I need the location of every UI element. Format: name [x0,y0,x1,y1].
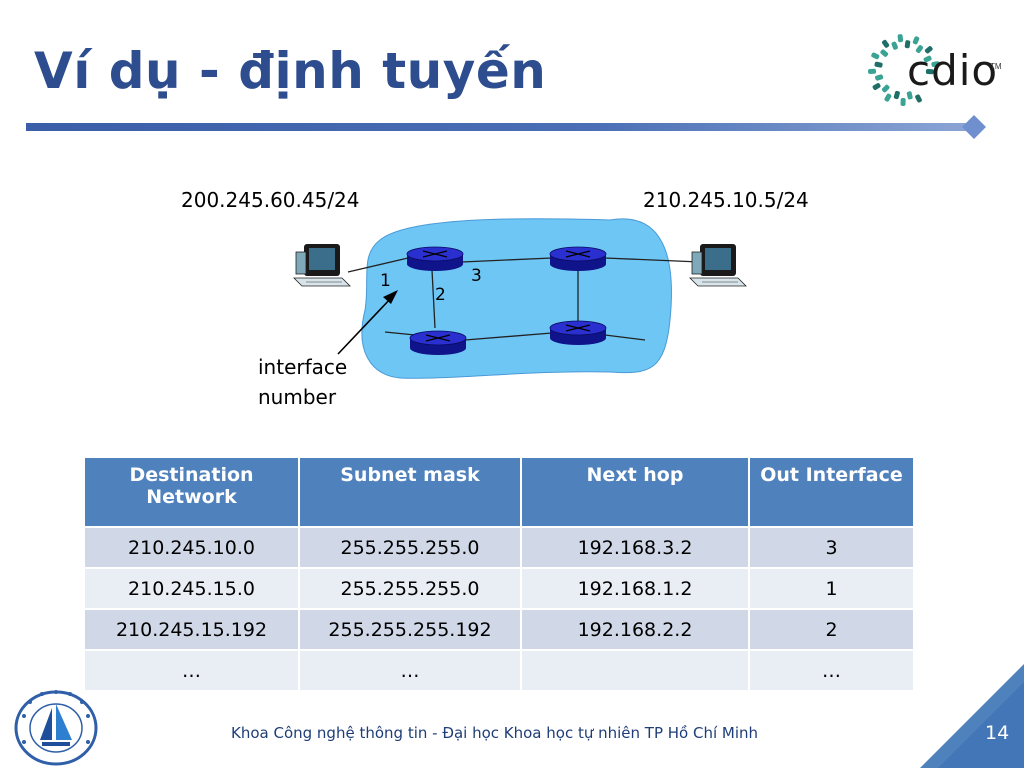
annotation-line-1: interface [258,355,348,379]
table-cell: 192.168.2.2 [521,608,750,650]
table-cell [521,649,750,690]
header-subnet-mask: Subnet mask [299,458,522,527]
interface-number-2: 2 [435,285,446,305]
table-cell: 2 [749,608,913,650]
interface-number-1: 1 [380,271,391,291]
title-divider [26,115,986,139]
table-row: 210.245.15.0 255.255.255.0 192.168.1.2 1 [85,567,913,609]
table-cell: 255.255.255.0 [299,567,522,609]
routing-table: Destination Network Subnet mask Next hop… [85,458,913,690]
cdio-logo [868,34,940,107]
network-cloud [361,218,672,379]
interface-annotation: interface number [258,352,347,412]
slide-title: Ví dụ - định tuyến [34,42,547,100]
table-cell: 255.255.255.0 [299,526,522,568]
table-cell: 210.245.15.0 [85,567,300,609]
table-cell: 1 [749,567,913,609]
arrow-icon [337,290,398,355]
cdio-wordmark: cdio [907,46,999,95]
router-icon [549,246,607,271]
left-host-ip: 200.245.60.45/24 [181,188,360,212]
computer-icon [293,244,351,287]
router-icon [549,320,607,345]
table-row: 210.245.10.0 255.255.255.0 192.168.3.2 3 [85,526,913,568]
page-number: 14 [985,722,1010,744]
university-logo [14,690,98,766]
slide-footer: Khoa Công nghệ thông tin - Đại học Khoa … [231,724,759,742]
table-cell: … [85,649,300,690]
annotation-line-2: number [258,385,337,409]
header-destination-network: Destination Network [85,458,300,527]
router-icon [409,330,467,355]
table-cell: … [299,649,522,690]
table-cell: 210.245.15.192 [85,608,300,650]
network-diagram [293,218,747,379]
table-row: 210.245.15.192 255.255.255.192 192.168.2… [85,608,913,650]
corner-accent [920,664,1024,768]
right-host-ip: 210.245.10.5/24 [643,188,809,212]
table-cell: … [749,649,913,690]
router-icon [406,246,464,271]
cdio-swirl-icon [868,34,940,107]
interface-number-3: 3 [471,266,482,286]
table-cell: 3 [749,526,913,568]
header-next-hop: Next hop [521,458,750,527]
trademark-mark: TM [990,62,1002,71]
table-cell: 210.245.10.0 [85,526,300,568]
table-cell: 192.168.3.2 [521,526,750,568]
table-cell: 192.168.1.2 [521,567,750,609]
table-cell: 255.255.255.192 [299,608,522,650]
header-out-interface: Out Interface [749,458,913,527]
computer-icon [689,244,747,287]
table-row: … … … [85,649,913,690]
table-header-row: Destination Network Subnet mask Next hop… [85,458,913,527]
